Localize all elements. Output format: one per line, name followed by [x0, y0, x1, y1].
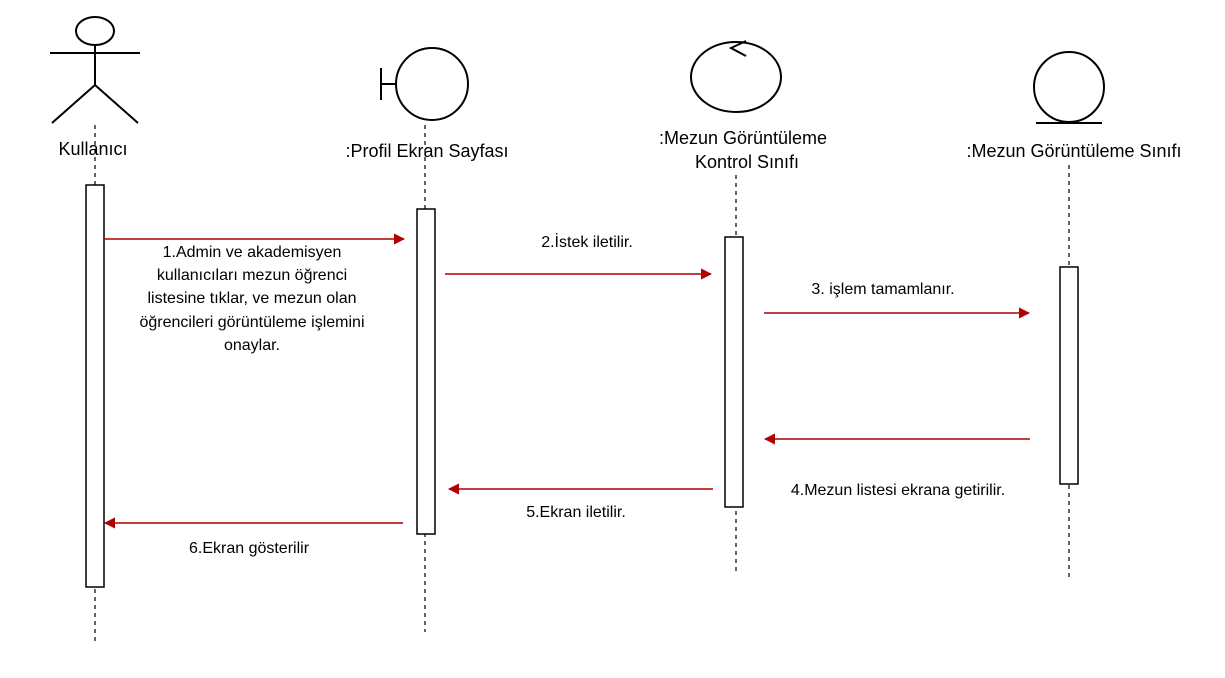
participant-label-profil-ekran: :Profil Ekran Sayfası	[345, 141, 509, 161]
message-6-label: 6.Ekran gösterilir	[188, 540, 310, 557]
control-icon	[690, 40, 782, 113]
participant-label-kullanici: Kullanıcı	[58, 139, 128, 159]
actor-icon	[50, 16, 140, 124]
activation-kullanici	[85, 184, 105, 588]
message-1-label-line3: listesine tıklar, ve mezun olan	[147, 290, 357, 307]
entity-icon	[1033, 51, 1105, 124]
message-1-label-line1: 1.Admin ve akademisyen	[162, 244, 342, 261]
message-1-label-line5: onaylar.	[223, 337, 281, 354]
message-2-label: 2.İstek iletilir.	[541, 234, 633, 251]
message-1-label-line4: öğrencileri görüntüleme işlemini	[139, 314, 365, 331]
message-5-label: 5.Ekran iletilir.	[526, 504, 626, 521]
message-3-label: 3. işlem tamamlanır.	[811, 281, 955, 298]
boundary-icon	[380, 47, 469, 121]
participant-label-kontrol-line1: :Mezun Görüntüleme	[658, 128, 828, 148]
activation-mezun-sinifi	[1059, 266, 1079, 485]
message-4-label: 4.Mezun listesi ekrana getirilir.	[790, 482, 1006, 499]
message-1-label-line2: kullanıcıları mezun öğrenci	[156, 267, 348, 284]
participant-label-kontrol-line2: Kontrol Sınıfı	[694, 152, 800, 172]
activation-kontrol	[724, 236, 744, 508]
participant-label-mezun-sinifi: :Mezun Görüntüleme Sınıfı	[966, 141, 1182, 161]
activation-profil-ekran	[416, 208, 436, 535]
